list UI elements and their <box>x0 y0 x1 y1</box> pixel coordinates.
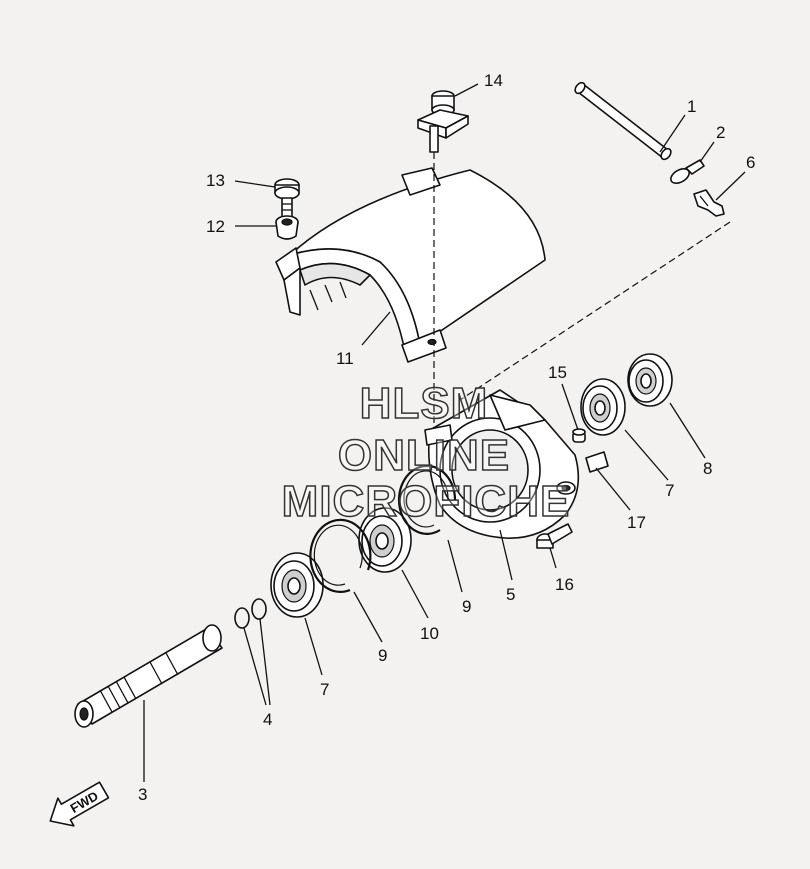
callout-14: 14 <box>484 71 503 90</box>
callout-16: 16 <box>555 575 574 594</box>
watermark-line-2: ONLINE <box>338 431 510 480</box>
callouts: 1 2 6 14 13 12 11 15 7 8 17 5 16 9 10 9 … <box>138 71 755 804</box>
part-10-bearing <box>358 507 412 573</box>
callout-13: 13 <box>206 171 225 190</box>
callout-9-lower: 9 <box>378 646 387 665</box>
callout-12: 12 <box>206 217 225 236</box>
part-7-bearing-upper <box>580 378 626 436</box>
callout-10: 10 <box>420 624 439 643</box>
part-7-bearing-lower <box>270 552 324 618</box>
callout-7-lower: 7 <box>320 680 329 699</box>
callout-1: 1 <box>687 97 696 116</box>
part-8-bearing <box>627 353 673 407</box>
fwd-direction-arrow: FWD <box>49 781 110 827</box>
part-2-clip <box>670 159 705 185</box>
callout-8: 8 <box>703 459 712 478</box>
part-3-shaft <box>74 624 223 728</box>
callout-7-upper: 7 <box>665 481 674 500</box>
part-17-plate <box>585 451 609 473</box>
part-9-circlip-lower <box>309 518 372 593</box>
part-4-o-rings <box>234 598 267 629</box>
watermark-line-1: HLSM <box>360 379 489 428</box>
part-11-cover <box>275 167 546 363</box>
callout-15: 15 <box>548 363 567 382</box>
part-9-circlip-upper <box>397 464 457 535</box>
callout-2: 2 <box>716 123 725 142</box>
part-6-fitting <box>693 189 725 217</box>
callout-17: 17 <box>627 513 646 532</box>
callout-11: 11 <box>336 349 354 368</box>
assembly-line-diagonal <box>459 221 731 401</box>
part-15-pin <box>572 428 586 443</box>
part-1-pin <box>574 81 672 161</box>
leader-lines <box>143 83 746 782</box>
part-14-bracket <box>417 90 469 153</box>
callout-5: 5 <box>506 585 515 604</box>
part-5-housing <box>424 389 580 539</box>
callout-6: 6 <box>746 153 755 172</box>
part-16-bolt <box>536 523 573 549</box>
part-13-bolt <box>274 178 300 219</box>
callout-3: 3 <box>138 785 147 804</box>
part-12-bushing <box>275 215 299 240</box>
callout-9-upper: 9 <box>462 597 471 616</box>
callout-4: 4 <box>263 710 272 729</box>
watermark-line-3: MICROFICHE <box>282 477 571 526</box>
watermark: HLSM ONLINE MICROFICHE <box>281 378 571 527</box>
